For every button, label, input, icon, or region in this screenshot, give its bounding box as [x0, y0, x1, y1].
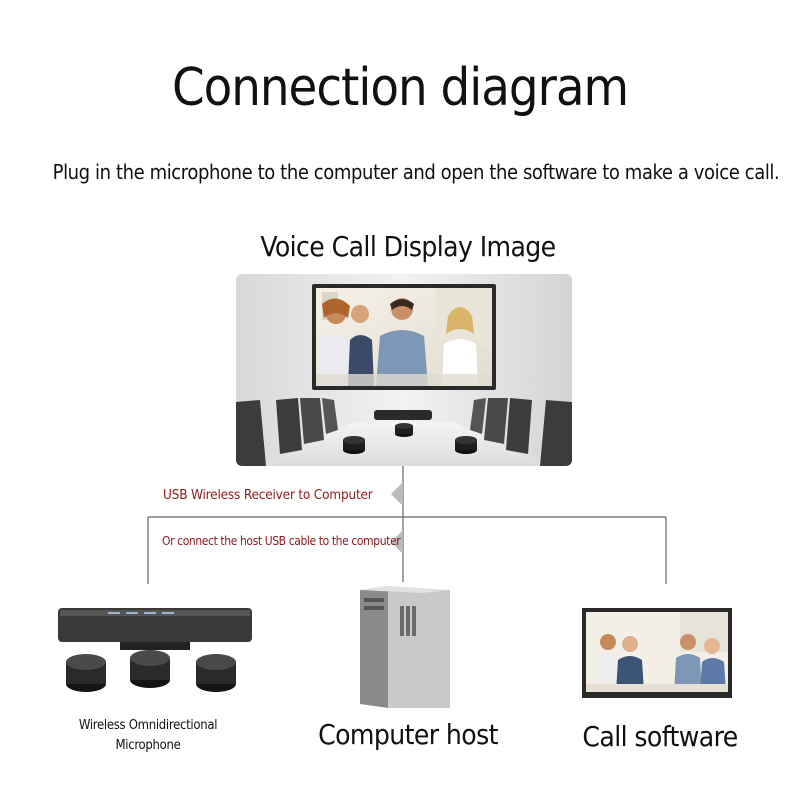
display-caption: Voice Call Display Image [260, 230, 556, 263]
call-software-caption: Call software [582, 720, 738, 753]
usb-receiver-label: USB Wireless Receiver to Computer [163, 487, 373, 503]
call-software-image [580, 606, 734, 700]
soundbar-on-table [374, 410, 432, 420]
microphone-caption-line2: Microphone [115, 738, 181, 753]
arrow-left-icon [391, 482, 403, 506]
meeting-room-image [236, 274, 572, 466]
usb-cable-label: Or connect the host USB cable to the com… [162, 534, 401, 548]
arrow-left-icon [391, 530, 403, 554]
microphone-caption-line1: Wireless Omnidirectional [78, 718, 218, 733]
table-microphones [343, 423, 477, 454]
computer-host-caption: Computer host [318, 718, 498, 751]
computer-tower-image [358, 584, 452, 710]
microphone-device-image [56, 606, 256, 698]
page-title: Connection diagram [171, 58, 629, 118]
microphone-caption: Wireless Omnidirectional Microphone [60, 716, 236, 756]
instruction-text: Plug in the microphone to the computer a… [52, 160, 780, 184]
